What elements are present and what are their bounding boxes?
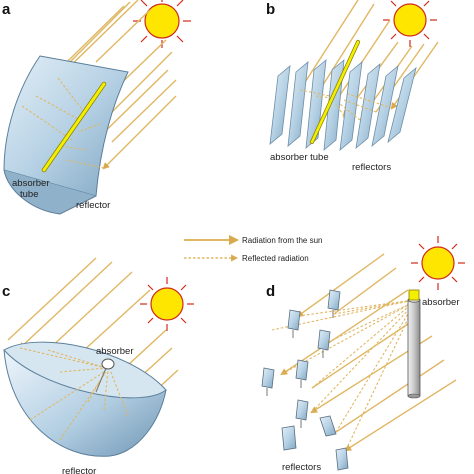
- panel-b-reflectors-label: reflectors: [352, 162, 391, 173]
- panel-d-reflected-rays: [271, 299, 415, 451]
- panel-c-reflector-label: reflector: [62, 466, 96, 474]
- panel-c-letter: c: [2, 283, 10, 300]
- panel-d-reflectors-label: reflectors: [282, 462, 321, 473]
- panel-b-absorber-label: absorber tube: [270, 152, 329, 163]
- panel-a-absorber-label: absorber: [12, 178, 50, 189]
- sun-icon: [383, 0, 437, 47]
- panel-c-absorber-label: absorber: [96, 346, 134, 357]
- sun-icon: [140, 277, 194, 331]
- panel-d-letter: d: [266, 283, 275, 300]
- panel-a-tube-label: tube: [20, 189, 39, 200]
- panel-b: b: [266, 0, 439, 173]
- panel-c-reflected-rays: [19, 347, 129, 441]
- panel-d-absorber-label: absorber: [422, 297, 460, 308]
- panel-a-reflector: [3, 55, 129, 197]
- panel-d-heliostats: [261, 289, 349, 471]
- panel-d-absorber-tower: [407, 289, 421, 399]
- panel-a-letter: a: [2, 1, 11, 18]
- legend: Radiation from the sun Reflected radiati…: [184, 235, 323, 263]
- legend-reflected-label: Reflected radiation: [242, 254, 309, 263]
- sun-icon: [411, 236, 465, 290]
- panel-c-dish-reflector: [3, 341, 167, 457]
- panel-b-reflected-rays: [299, 89, 393, 121]
- panel-a-reflected-rays: [21, 77, 105, 169]
- panel-a: a: [2, 0, 191, 215]
- sun-icon: [133, 0, 191, 48]
- legend-direct-label: Radiation from the sun: [242, 236, 323, 245]
- panel-a-reflector-label: reflector: [76, 200, 110, 211]
- panel-d: d: [261, 236, 465, 473]
- panel-c: c: [2, 257, 194, 474]
- panel-c-absorber: [95, 358, 115, 393]
- panel-d-rays: [280, 253, 457, 452]
- panel-b-letter: b: [266, 1, 275, 18]
